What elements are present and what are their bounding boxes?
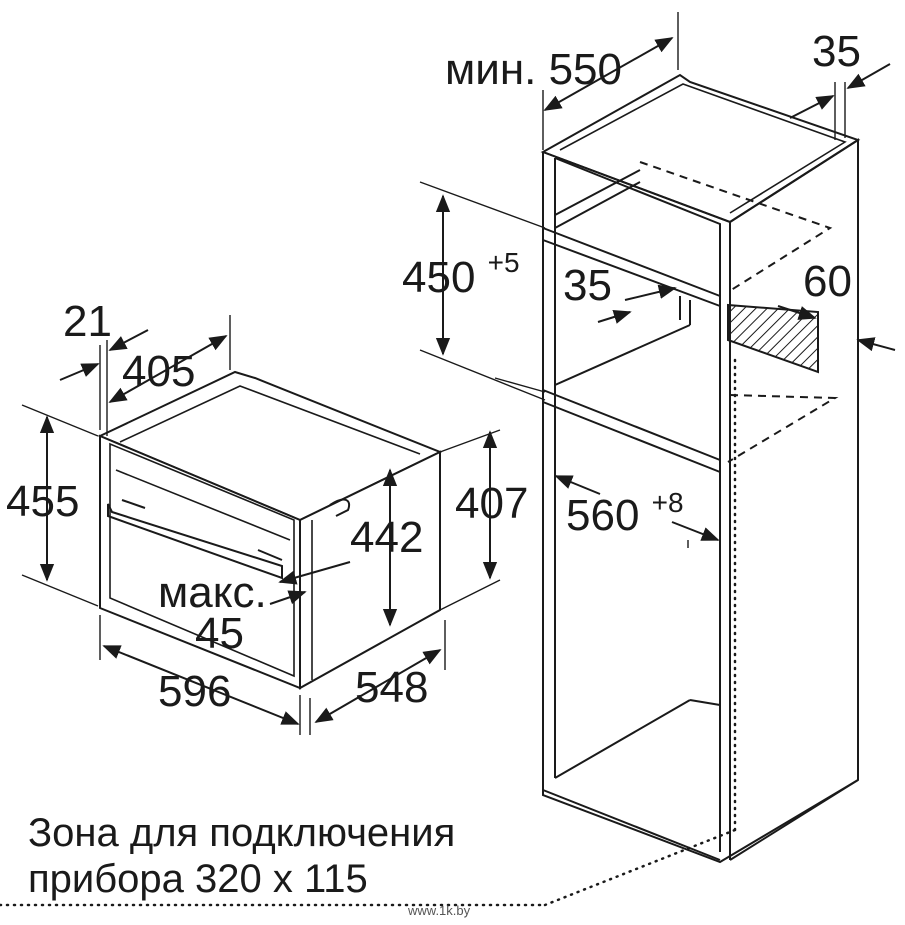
label-cabinet-depth: мин. 550 — [445, 45, 622, 94]
cable-zone-path — [543, 358, 737, 907]
cabinet-dimension-lines — [419, 12, 896, 548]
label-handle-value: 45 — [195, 609, 244, 658]
label-niche-width-main: 560 — [566, 491, 639, 540]
label-niche-height-main: 450 — [402, 253, 475, 302]
label-oven-back-height: 407 — [455, 479, 528, 528]
note-line-2: прибора 320 x 115 — [28, 857, 368, 901]
label-niche-width-tol: +8 — [652, 487, 684, 518]
label-vent-depth: 60 — [803, 257, 852, 306]
oven-drawing — [97, 370, 443, 690]
label-niche-height-tol: +5 — [488, 247, 520, 278]
label-oven-front-offset: 21 — [63, 297, 112, 346]
label-handle-max: макс. — [158, 568, 267, 617]
label-oven-width: 596 — [158, 667, 231, 716]
cabinet-top — [540, 73, 861, 224]
connection-note: Зона для подключения прибора 320 x 115 — [28, 811, 455, 901]
dimension-labels: мин. 550 35 450 +5 35 60 560 +8 21 405 4… — [6, 27, 861, 716]
label-oven-depth: 548 — [355, 663, 428, 712]
label-niche-height: 450 +5 — [402, 247, 520, 302]
oven-dimension-lines — [21, 315, 501, 735]
label-vent-gap: 35 — [563, 261, 612, 310]
cabinet-drawing — [0, 73, 861, 907]
label-oven-body-height: 442 — [350, 513, 423, 562]
label-cabinet-side-gap: 35 — [812, 27, 861, 76]
note-line-1: Зона для подключения — [28, 811, 455, 855]
label-niche-width: 560 +8 — [566, 487, 684, 540]
label-oven-height: 455 — [6, 477, 79, 526]
cabinet-right-side — [729, 138, 859, 861]
watermark-text: www.1k.by — [407, 903, 471, 918]
label-oven-top-depth: 405 — [122, 347, 195, 396]
